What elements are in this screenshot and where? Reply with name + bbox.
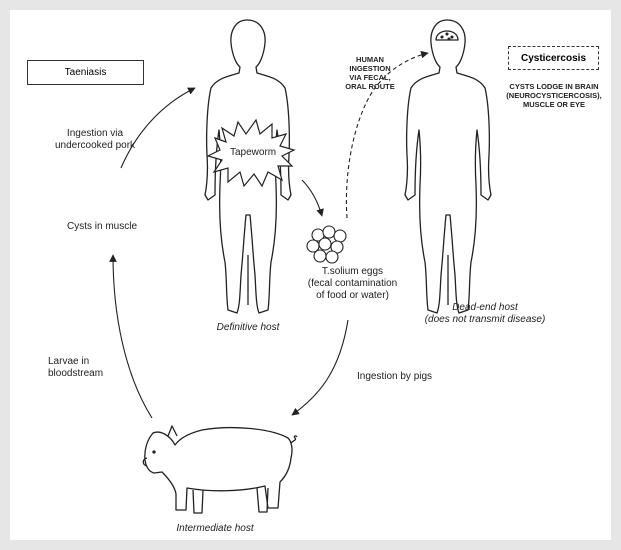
cysticercosis-label: Cysticercosis: [521, 53, 586, 64]
dead-end-host-label: Dead-end host(does not transmit disease): [405, 302, 565, 326]
dead-end-host-figure: [405, 20, 491, 313]
taeniasis-label: Taeniasis: [65, 67, 107, 78]
cysts-in-muscle-label: Cysts in muscle: [67, 221, 137, 233]
tapeworm-label: Tapeworm: [230, 147, 276, 159]
ingestion-pigs-label: Ingestion by pigs: [357, 371, 432, 383]
taeniasis-box: Taeniasis: [27, 60, 144, 85]
arrow-human-to-eggs: [302, 180, 322, 216]
cysts-lodge-label: CYSTS LODGE IN BRAIN(NEUROCYSTICERCOSIS)…: [498, 82, 610, 109]
pig-figure: [143, 426, 297, 513]
definitive-host-label: Definitive host: [198, 322, 298, 334]
intermediate-host-label: Intermediate host: [160, 523, 270, 535]
arrow-eggs-to-pig: [292, 320, 348, 415]
arrow-pig-to-cysts: [113, 255, 152, 418]
eggs-cluster: [307, 226, 346, 263]
diagram-canvas: Taeniasis Cysticercosis Tapeworm Ingesti…: [10, 10, 611, 540]
cysticercosis-box: Cysticercosis: [508, 46, 599, 70]
